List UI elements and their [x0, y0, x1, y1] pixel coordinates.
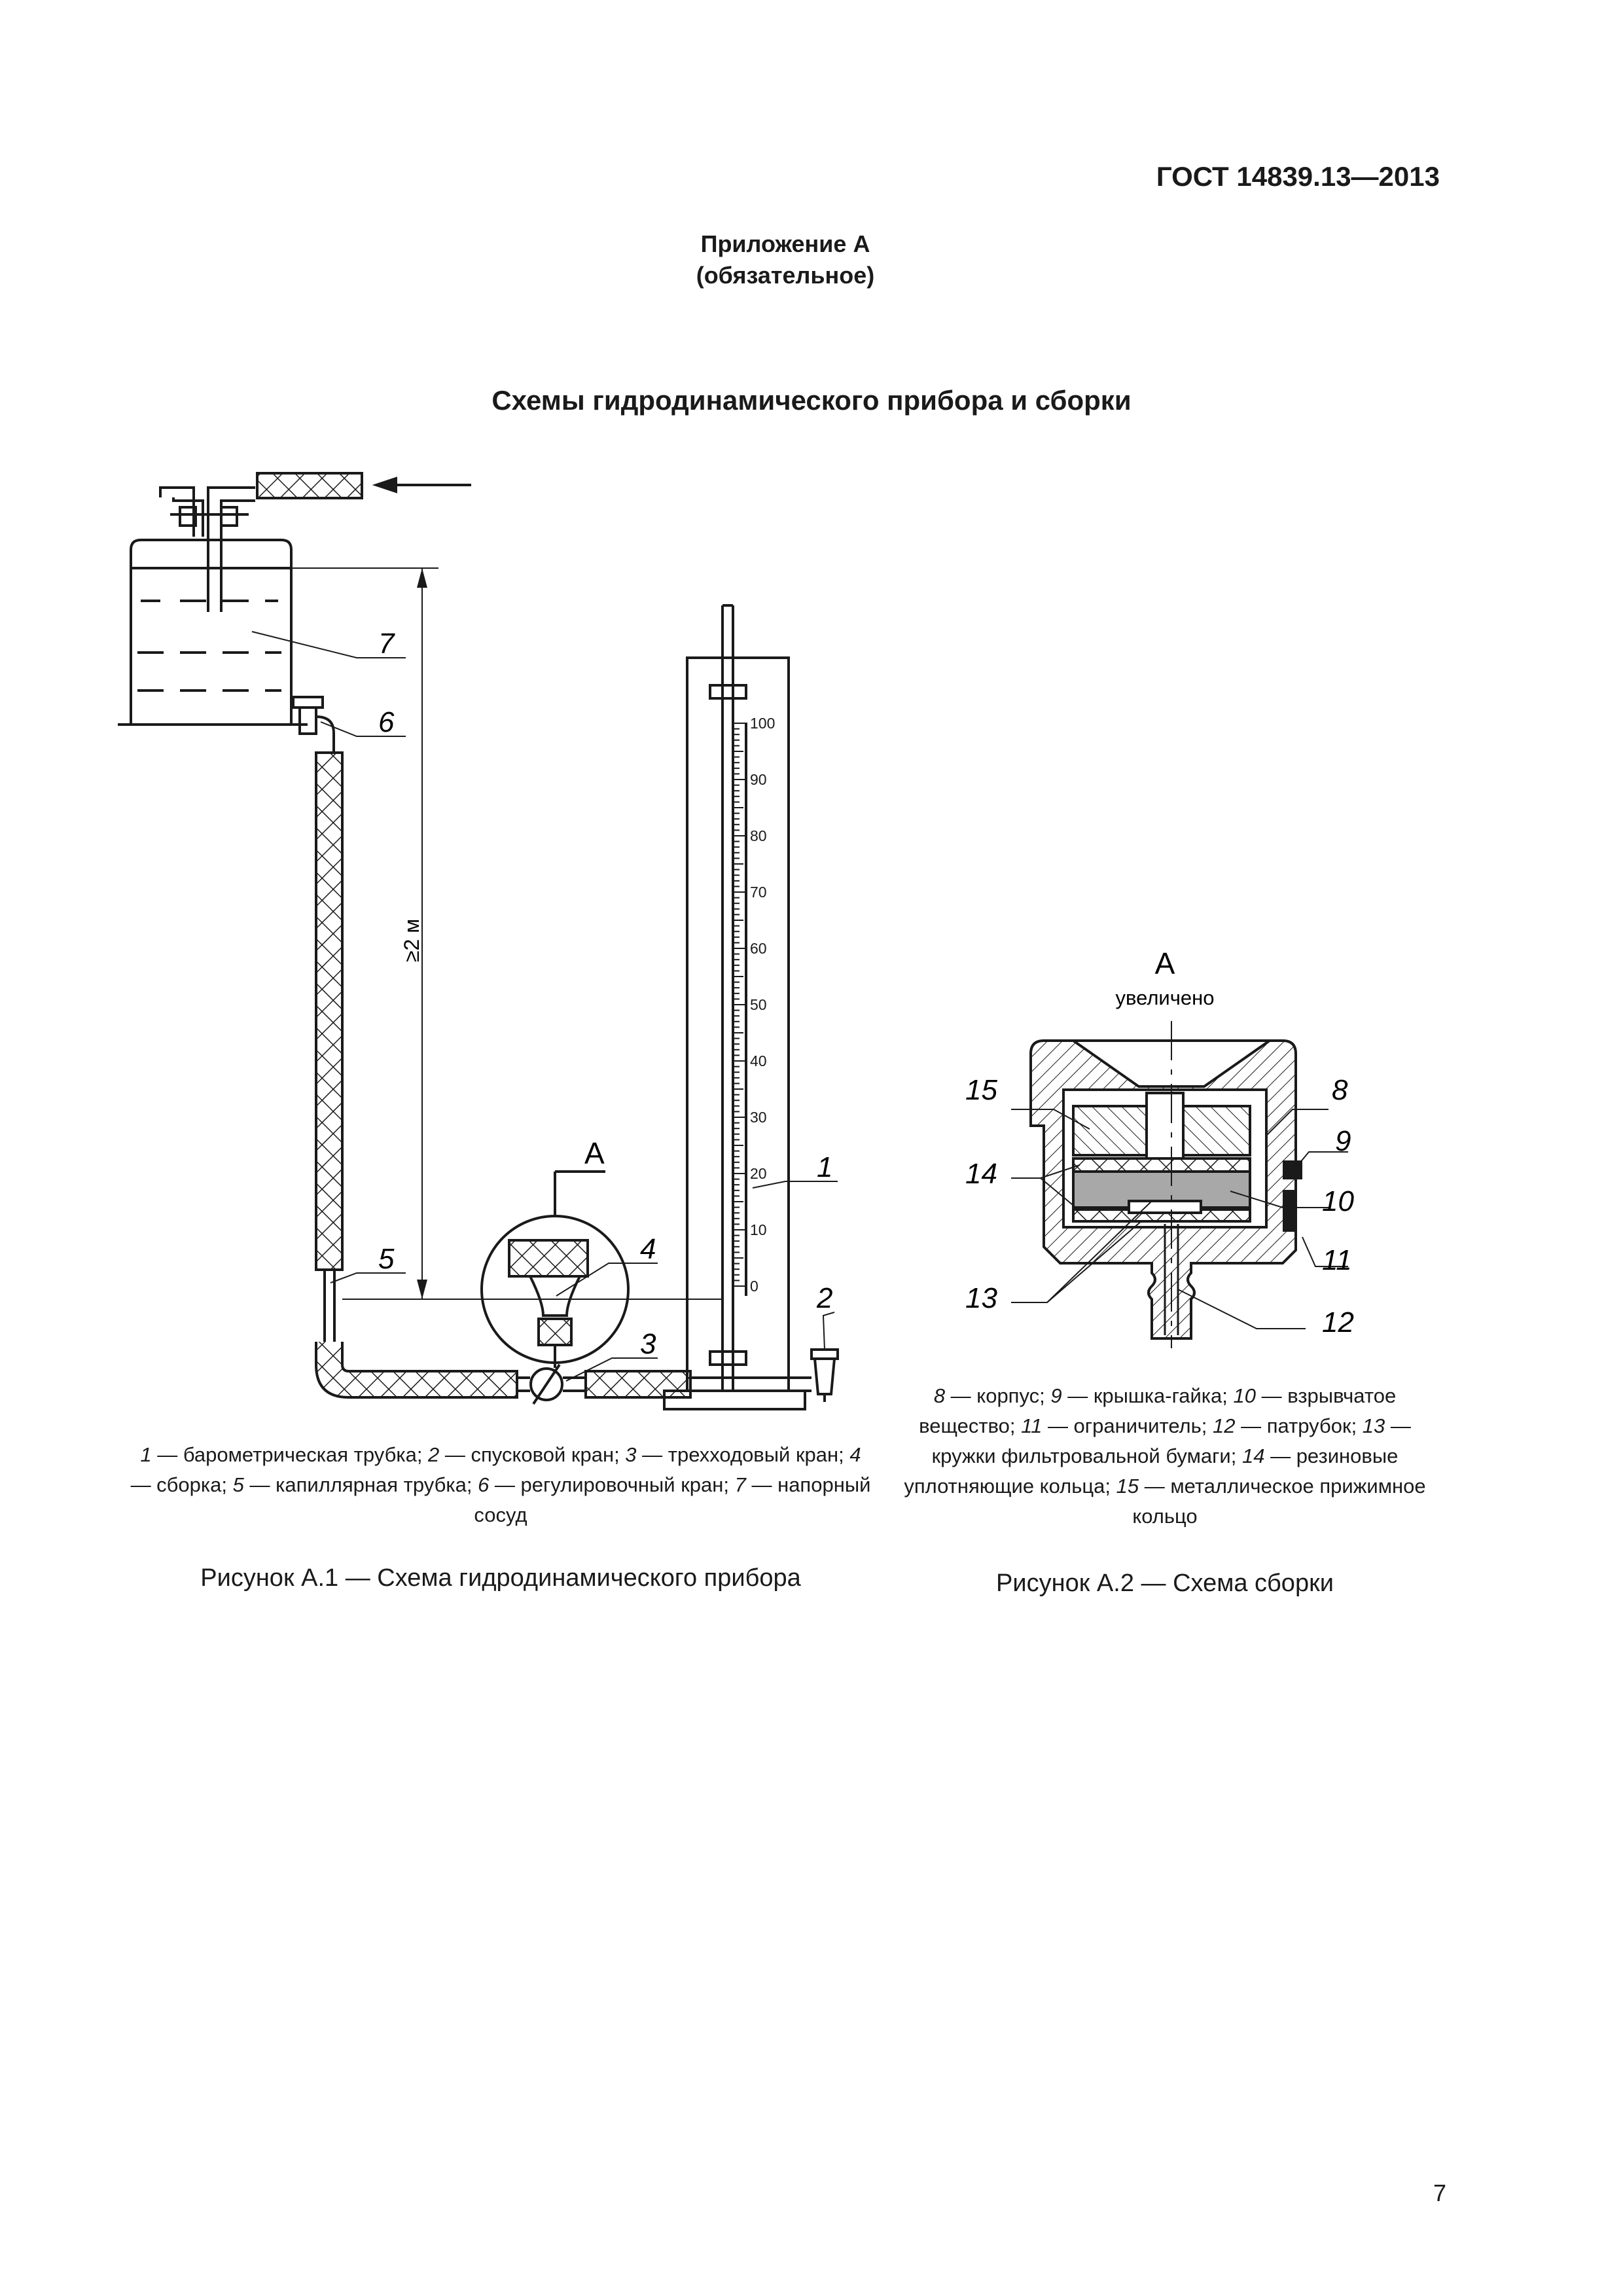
legend-item: 15 — металлическое прижимное кольцо [1116, 1475, 1426, 1528]
scale-tick-label: 70 [750, 884, 767, 901]
label-15: 15 [965, 1074, 997, 1106]
legend-item: 8 — корпус; [933, 1384, 1051, 1407]
legend-item: 3 — трехходовый кран; [625, 1443, 850, 1466]
figure-a1-caption: Рисунок А.1 — Схема гидродинамического п… [200, 1564, 801, 1592]
label-12: 12 [1322, 1306, 1354, 1338]
view-letter-a: А [1155, 946, 1175, 980]
legend-item: 6 — регулировочный кран; [478, 1473, 735, 1496]
scale-tick-label: 80 [750, 827, 767, 844]
scale-tick-label: 60 [750, 940, 767, 957]
legend-item: 2 — спусковой кран; [428, 1443, 626, 1466]
legend-item: 1 — барометрическая трубка; [140, 1443, 429, 1466]
label-3: 3 [640, 1328, 656, 1360]
scale-tick-label: 90 [750, 771, 767, 788]
capillary-hose [315, 751, 344, 1271]
legend-item: 10 — взрывчатое вещество; [919, 1384, 1397, 1437]
label-5: 5 [378, 1243, 395, 1275]
appendix-title: Приложение А [700, 230, 870, 257]
scale-tick-label: 50 [750, 996, 767, 1013]
legend-item: 9 — крышка-гайка; [1050, 1384, 1234, 1407]
label-2: 2 [816, 1282, 832, 1314]
label-10: 10 [1322, 1185, 1354, 1217]
view-note: увеличено [1116, 986, 1215, 1009]
figure-a1-drawing [118, 472, 839, 1410]
legend-item: 13 — кружки фильтровальной бумаги; [931, 1414, 1411, 1467]
label-14: 14 [965, 1158, 997, 1190]
scale-tick-label: 30 [750, 1109, 767, 1126]
label-8: 8 [1332, 1074, 1348, 1106]
legend-item: 4 — сборка; [130, 1443, 861, 1496]
pressure-vessel [118, 472, 471, 726]
callout-letter-a: А [584, 1136, 605, 1170]
legend-item: 12 — патрубок; [1213, 1414, 1363, 1437]
legend-item: 14 — резиновые уплотняющие кольца; [904, 1444, 1399, 1498]
scale-tick-label: 0 [750, 1278, 758, 1295]
label-7: 7 [378, 628, 395, 660]
page-title: Схемы гидродинамического прибора и сборк… [491, 385, 1132, 416]
leader-lines [251, 631, 838, 1382]
figure-a2-legend: 8 — корпус; 9 — крышка-гайка; 10 — взрыв… [890, 1381, 1440, 1532]
label-4: 4 [640, 1233, 656, 1265]
drain-valve [810, 1348, 839, 1402]
appendix-status: (обязательное) [696, 262, 875, 289]
scale-tick-label: 20 [750, 1165, 767, 1182]
legend-item: 7 — напорный сосуд [474, 1473, 871, 1526]
barometric-cylinder [663, 604, 806, 1410]
legend-item: 11 — ограничитель; [1021, 1414, 1213, 1437]
scale-ticks [733, 723, 747, 1287]
legend-item: 5 — капиллярная трубка; [232, 1473, 478, 1496]
label-6: 6 [378, 706, 395, 738]
scale-tick-label: 10 [750, 1221, 767, 1238]
assembly-detail [508, 1239, 589, 1278]
label-11: 11 [1322, 1244, 1352, 1276]
label-9: 9 [1335, 1125, 1351, 1157]
figure-a2-caption: Рисунок А.2 — Схема сборки [996, 1570, 1334, 1597]
regulating-valve [292, 696, 335, 753]
scale-tick-label: 100 [750, 715, 775, 732]
figure-a2-leaders [1011, 1109, 1348, 1329]
figure-a1-legend: 1 — барометрическая трубка; 2 — спусково… [128, 1440, 874, 1530]
document-standard-header: ГОСТ 14839.13—2013 [1156, 161, 1440, 192]
figure-a2-drawing [1029, 1021, 1302, 1348]
height-mark: ≥2 м [400, 919, 423, 962]
label-1: 1 [817, 1151, 832, 1183]
scale-tick-label: 40 [750, 1052, 767, 1069]
three-way-valve [529, 1367, 563, 1401]
label-13: 13 [965, 1282, 997, 1314]
page-number: 7 [1433, 2179, 1446, 2206]
